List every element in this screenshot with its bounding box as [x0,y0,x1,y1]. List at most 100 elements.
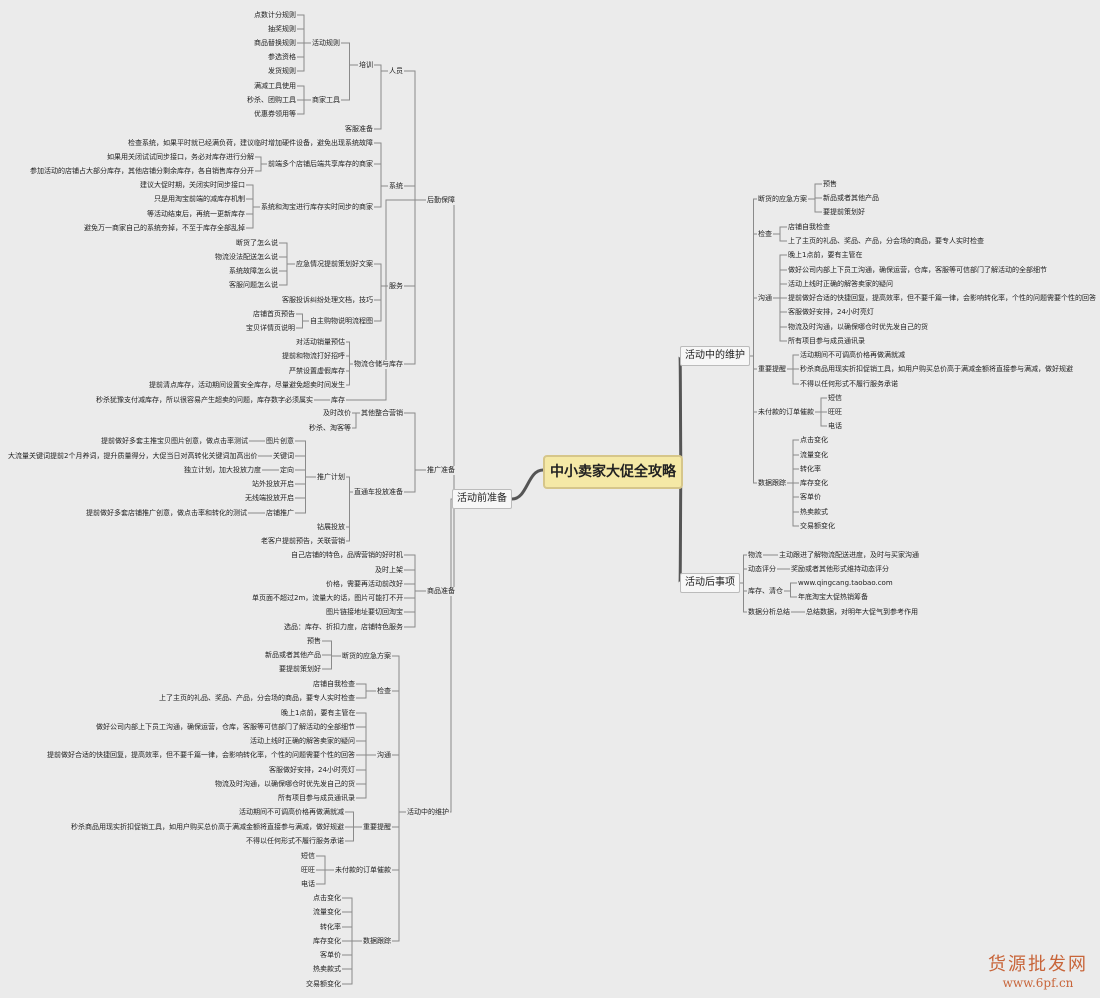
topic-node[interactable]: 图片链接地址要切回淘宝 [325,607,404,617]
topic-node[interactable]: 断货了怎么说 [235,238,279,248]
topic-node[interactable]: 库存、清仓 [747,586,784,596]
topic-node[interactable]: 后勤保障 [426,195,456,205]
topic-node[interactable]: 系统和淘宝进行库存实时同步的商家 [260,202,374,212]
topic-node[interactable]: 主动跟进了解物流配送进度，及时与买家沟通 [778,550,920,560]
topic-node[interactable]: 检查系统，如果平时就已经满负荷，建议临时增加硬件设备，避免出现系统故障 [127,138,374,148]
topic-node[interactable]: 选品：库存、折扣力度，店铺特色服务 [283,622,404,632]
topic-node[interactable]: 店铺推广 [265,508,295,518]
topic-node[interactable]: 关键词 [272,451,295,461]
topic-node[interactable]: 预售 [306,636,322,646]
topic-node[interactable]: 店铺自我检查 [312,679,356,689]
main-branch-topic[interactable]: 活动中的维护 [680,346,750,366]
topic-node[interactable]: 秒杀商品用现实折扣促销工具，如用户购买总价高于满减金额将直接参与满减，做好规避 [70,822,345,832]
topic-node[interactable]: 培训 [358,60,374,70]
topic-node[interactable]: 点数计分规则 [253,10,297,20]
topic-node[interactable]: www.qingcang.taobao.com [797,578,894,588]
topic-node[interactable]: 晚上1点前，要有主管在 [280,708,357,718]
topic-node[interactable]: 短信 [300,851,316,861]
topic-node[interactable]: 提前清点库存，活动期间设置安全库存，尽量避免超卖时间发生 [148,380,346,390]
topic-node[interactable]: 新品或者其他产品 [264,650,322,660]
topic-node[interactable]: 店铺首页预告 [252,309,296,319]
topic-node[interactable]: 短信 [827,393,843,403]
topic-node[interactable]: 所有项目参与成员通讯录 [277,793,356,803]
topic-node[interactable]: 上了主页的礼品、奖品、产品，分会场的商品，要专人实时检查 [787,236,985,246]
topic-node[interactable]: 物流及时沟通，以确保哪仓时优先发自己的货 [214,779,356,789]
topic-node[interactable]: 自己店铺的特色，品牌营销的好时机 [290,550,404,560]
topic-node[interactable]: 库存变化 [312,936,342,946]
topic-node[interactable]: 总结数据，对明年大促气到参考作用 [805,607,919,617]
topic-node[interactable]: 店铺自我检查 [787,222,831,232]
topic-node[interactable]: 钻展投放 [316,522,346,532]
topic-node[interactable]: 客服投诉纠纷处理文档，技巧 [281,295,374,305]
topic-node[interactable]: 客服做好安排，24小时亮灯 [787,307,875,317]
topic-node[interactable]: 客服问题怎么说 [228,280,279,290]
topic-node[interactable]: 直通车投放准备 [353,487,404,497]
topic-node[interactable]: 新品或者其他产品 [822,193,880,203]
topic-node[interactable]: 自主购物说明流程图 [309,316,374,326]
topic-node[interactable]: 严禁设置虚假库存 [288,366,346,376]
topic-node[interactable]: 活动上线时正确的解答卖家的疑问 [787,279,894,289]
topic-node[interactable]: 避免万一商家自己的系统夯掉，不至于库存全部乱掉 [83,223,246,233]
topic-node[interactable]: 其他整合营销 [360,408,404,418]
topic-node[interactable]: 不得以任何形式不履行服务承诺 [245,836,345,846]
topic-node[interactable]: 要提前策划好 [278,664,322,674]
topic-node[interactable]: 检查 [376,686,392,696]
topic-node[interactable]: 重要提醒 [757,364,787,374]
topic-node[interactable]: 应急情况提前策划好文案 [295,259,374,269]
topic-node[interactable]: 定向 [279,465,295,475]
topic-node[interactable]: 年底淘宝大促热销筹备 [797,592,869,602]
topic-node[interactable]: 活动上线时正确的解答卖家的疑问 [249,736,356,746]
topic-node[interactable]: 奖励或者其他形式维持动态评分 [790,564,890,574]
topic-node[interactable]: 电话 [300,879,316,889]
topic-node[interactable]: 提前和物流打好招呼 [281,351,346,361]
topic-node[interactable]: 所有项目参与成员通讯录 [787,336,866,346]
topic-node[interactable]: 未付款的订单催款 [757,407,815,417]
topic-node[interactable]: 客单价 [319,950,342,960]
topic-node[interactable]: 数据分析总结 [747,607,791,617]
topic-node[interactable]: 无线端投放开启 [244,493,295,503]
topic-node[interactable]: 交易额变化 [305,979,342,989]
topic-node[interactable]: 转化率 [319,922,342,932]
topic-node[interactable]: 旺旺 [300,865,316,875]
topic-node[interactable]: 商品准备 [426,586,456,596]
topic-node[interactable]: 宝贝详情页说明 [245,323,296,333]
topic-node[interactable]: 大流量关键词提前2个月养词，提升质量得分，大促当日对高转化关键词加高出价 [7,451,259,461]
topic-node[interactable]: 不得以任何形式不履行服务承诺 [799,379,899,389]
topic-node[interactable]: 预售 [822,179,838,189]
topic-node[interactable]: 价格，需要再活动前改好 [325,579,404,589]
topic-node[interactable]: 及时上架 [374,565,404,575]
topic-node[interactable]: 交易额变化 [799,521,836,531]
topic-node[interactable]: 老客户提前预告，关联营销 [260,536,346,546]
topic-node[interactable]: 建议大促时期，关闭实时同步接口 [139,180,246,190]
topic-node[interactable]: 点击变化 [312,893,342,903]
topic-node[interactable]: 提前做好多套主推宝贝图片创意，做点击率测试 [100,436,249,446]
topic-node[interactable]: 活动期间不可调高价格再做满就减 [238,807,345,817]
topic-node[interactable]: 商家工具 [311,95,341,105]
topic-node[interactable]: 等活动结束后，再统一更新库存 [146,209,246,219]
topic-node[interactable]: 流量变化 [312,907,342,917]
topic-node[interactable]: 参加活动的店铺占大部分库存，其他店铺分剩余库存，各自销售库存分开 [29,166,255,176]
topic-node[interactable]: 物流及时沟通，以确保哪仓时优先发自己的货 [787,322,929,332]
topic-node[interactable]: 库存变化 [799,478,829,488]
topic-node[interactable]: 活动期间不可调高价格再做满就减 [799,350,906,360]
topic-node[interactable]: 客服准备 [344,124,374,134]
topic-node[interactable]: 站外投放开启 [251,479,295,489]
topic-node[interactable]: 发货规则 [267,66,297,76]
topic-node[interactable]: 人员 [388,66,404,76]
central-topic[interactable]: 中小卖家大促全攻略 [543,455,683,489]
topic-node[interactable]: 图片创意 [265,436,295,446]
topic-node[interactable]: 要提前策划好 [822,207,866,217]
topic-node[interactable]: 提前做好多套店铺推广创意，做点击率和转化的测试 [85,508,248,518]
topic-node[interactable]: 上了主页的礼品、奖品、产品，分会场的商品，要专人实时检查 [158,693,356,703]
topic-node[interactable]: 对活动销量预估 [295,337,346,347]
topic-node[interactable]: 秒杀犹豫支付减库存，所以很容易产生超卖的问题，库存数字必须属实 [95,395,314,405]
topic-node[interactable]: 单页面不超过2m，流量大的话，图片可能打不开 [251,593,405,603]
topic-node[interactable]: 如果用关闭试试同步接口，务必对库存进行分解 [106,152,255,162]
topic-node[interactable]: 优惠券领用等 [253,109,297,119]
topic-node[interactable]: 物流仓储与库存 [353,359,404,369]
topic-node[interactable]: 客服做好安排，24小时亮灯 [268,765,356,775]
topic-node[interactable]: 系统故障怎么说 [228,266,279,276]
topic-node[interactable]: 未付款的订单催款 [334,865,392,875]
topic-node[interactable]: 秒杀、团购工具 [246,95,297,105]
topic-node[interactable]: 流量变化 [799,450,829,460]
